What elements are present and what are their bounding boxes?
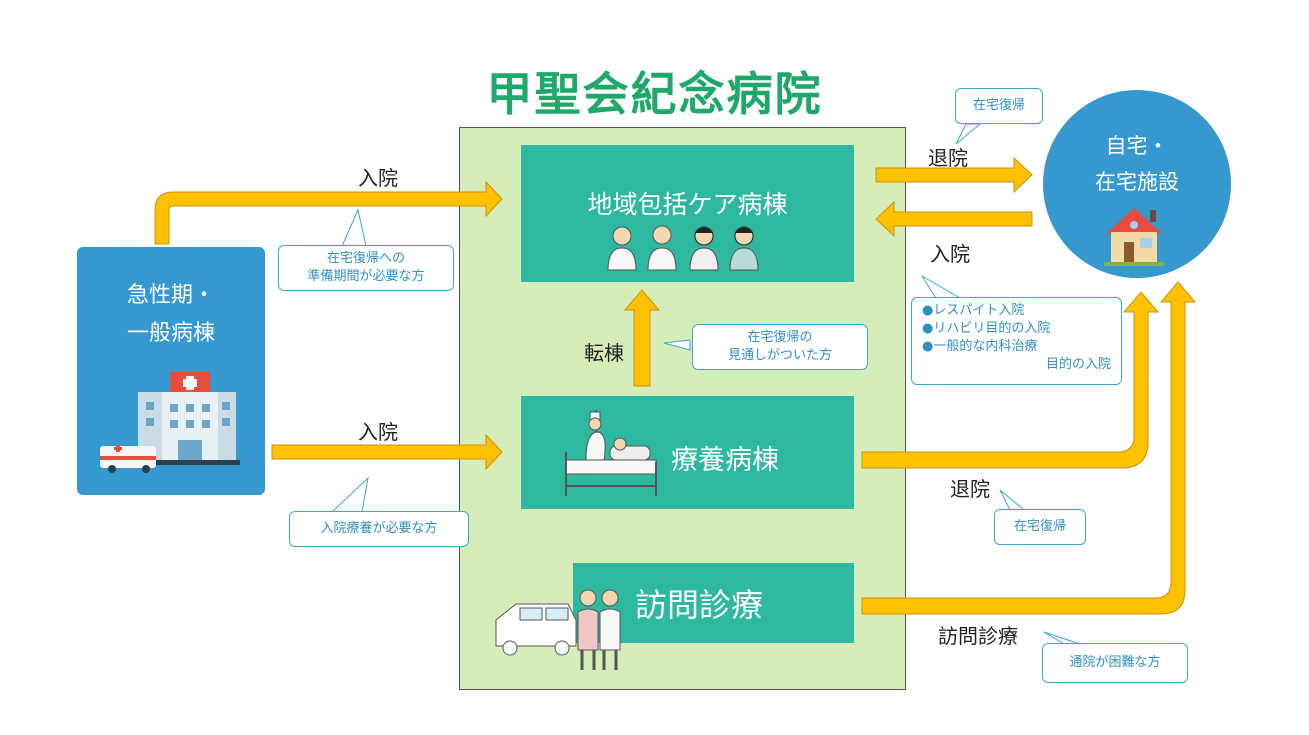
- community-care-ward: 地域包括ケア病棟: [521, 145, 854, 282]
- reason-internal-cont: 目的の入院: [1045, 357, 1111, 372]
- house-icon: [1104, 208, 1164, 266]
- discharge-arrow-mid: [861, 291, 1160, 469]
- callout-outlook-line1: 在宅復帰の: [747, 330, 813, 345]
- medical-staff-icon: [607, 225, 759, 271]
- callout-prep-period: 在宅復帰への 準備期間が必要な方: [278, 245, 454, 291]
- home-line1: 自宅・: [1105, 134, 1169, 158]
- reason-internal: ●一般的な内科治療: [922, 339, 1038, 354]
- discharge-label-mid: 退院: [950, 477, 990, 501]
- callout-return-home-top: 在宅復帰: [955, 88, 1043, 124]
- community-care-ward-label: 地域包括ケア病棟: [587, 190, 788, 219]
- home-line2: 在宅施設: [1095, 170, 1179, 194]
- home-facility-circle: 自宅・ 在宅施設: [1043, 90, 1231, 278]
- reason-respite: ●レスパイト入院: [922, 303, 1025, 318]
- admit-arrow-right: [875, 200, 1033, 238]
- callout-admit-reasons: ●レスパイト入院 ●リハビリ目的の入院 ●一般的な内科治療 目的の入院: [911, 297, 1122, 385]
- callout-return-home-mid: 在宅復帰: [994, 509, 1086, 545]
- patient-bed-icon: [565, 410, 657, 496]
- reason-rehab: ●リハビリ目的の入院: [922, 321, 1051, 336]
- callout-outlook-line2: 見通しがついた方: [727, 348, 832, 363]
- home-visit-flow-label: 訪問診療: [938, 624, 1018, 648]
- admit-label-top: 入院: [358, 166, 398, 190]
- ryoyo-ward: 療養病棟: [521, 396, 854, 509]
- callout-prep-line1: 在宅復帰への: [326, 251, 405, 266]
- callout-prep-line2: 準備期間が必要な方: [307, 269, 425, 284]
- callout-outlook: 在宅復帰の 見通しがついた方: [692, 324, 868, 370]
- visit-car-icon: [495, 603, 577, 656]
- visiting-staff-icon: [577, 589, 621, 670]
- admit-label-right: 入院: [930, 242, 970, 266]
- admit-label-mid: 入院: [358, 420, 398, 444]
- callout-hard-to-visit: 通院が困難な方: [1042, 643, 1188, 683]
- callout-care-needed: 入院療養が必要な方: [289, 511, 469, 547]
- transfer-label: 転棟: [584, 341, 624, 365]
- ryoyo-ward-label: 療養病棟: [671, 445, 779, 476]
- discharge-label-top: 退院: [928, 146, 968, 170]
- transfer-arrow: [623, 289, 661, 387]
- acute-ward-line2: 一般病棟: [126, 321, 215, 346]
- discharge-arrow-top: [875, 156, 1033, 194]
- home-visit-label: 訪問診療: [635, 586, 764, 624]
- admit-arrow-top: [154, 180, 503, 245]
- acute-ward-line1: 急性期・: [126, 283, 215, 308]
- ambulance-icon: [100, 445, 156, 473]
- hospital-title: 甲聖会紀念病院: [486, 67, 823, 121]
- admit-arrow-mid: [271, 433, 503, 471]
- home-visit-arrow: [861, 281, 1197, 615]
